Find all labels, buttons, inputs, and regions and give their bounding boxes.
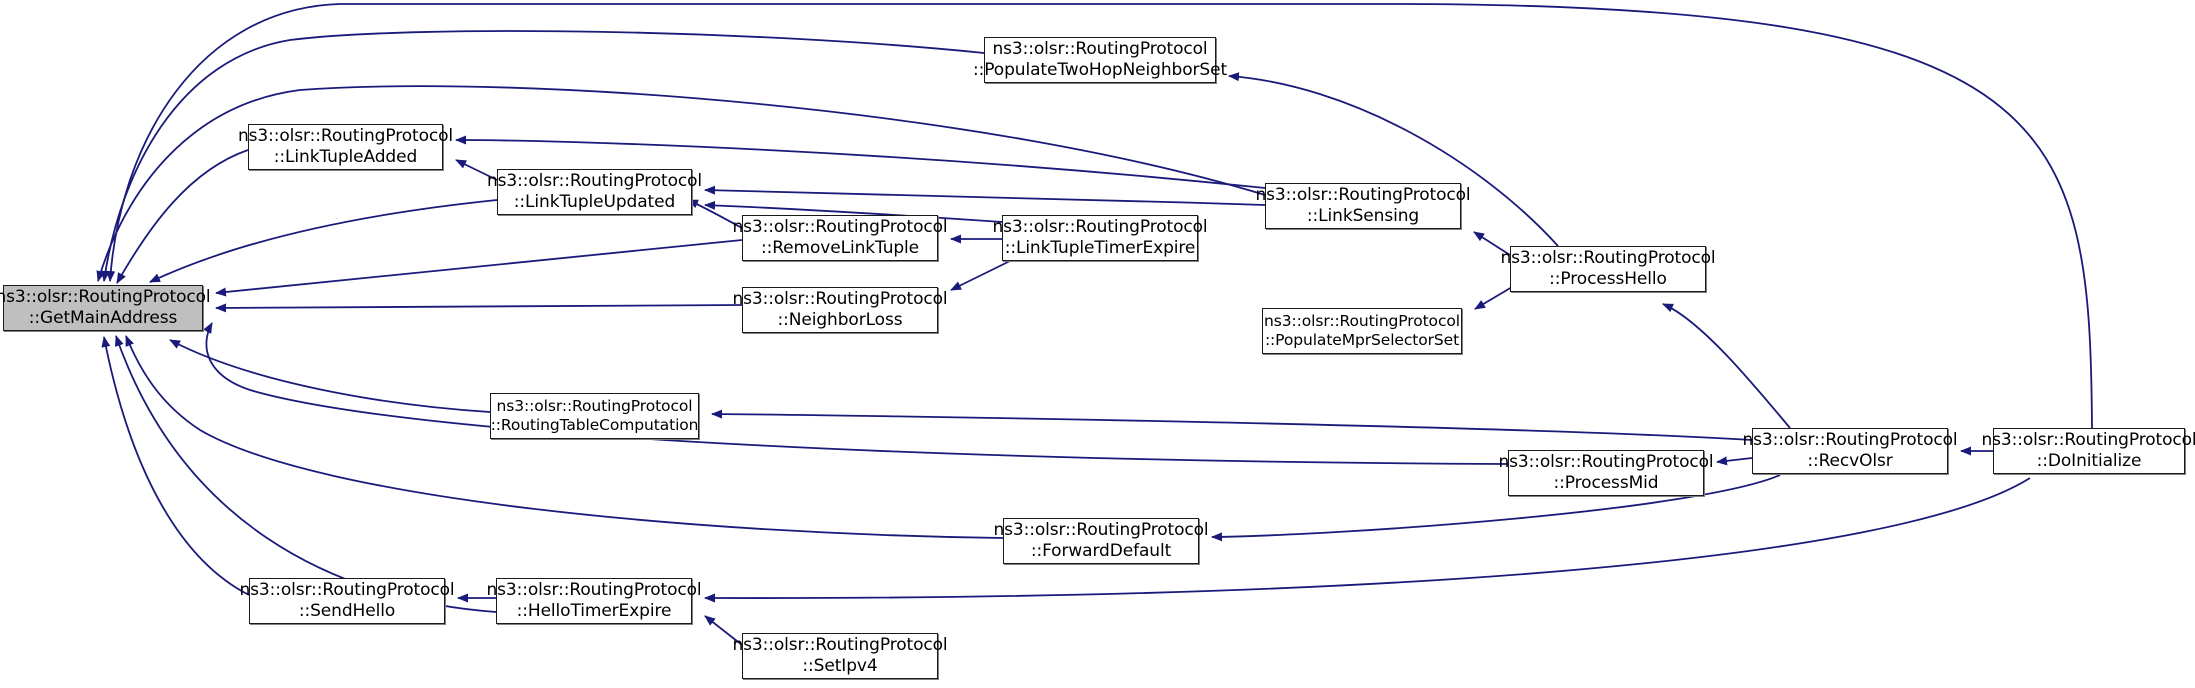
- node-populatemprselectorset[interactable]: ns3::olsr::RoutingProtocol ::PopulateMpr…: [1262, 308, 1462, 354]
- edge-sendhello-to-getmainaddress: [101, 336, 250, 596]
- node-label-line1: ns3::olsr::RoutingProtocol: [732, 217, 948, 238]
- node-label-line2: ::GetMainAddress: [28, 308, 178, 328]
- node-removelinktuple[interactable]: ns3::olsr::RoutingProtocol ::RemoveLinkT…: [732, 215, 948, 261]
- node-label-line2: ::NeighborLoss: [777, 310, 903, 330]
- edge-linktupleadded-to-getmainaddress: [116, 149, 249, 284]
- edge-linksensing-to-getmainaddress: [96, 85, 1266, 282]
- edge-doinitialize-to-getmainaddress: [106, 3, 2093, 429]
- edge-processhello-to-populatetwohopneighborset: [1228, 72, 1559, 247]
- node-label-line1: ns3::olsr::RoutingProtocol: [993, 520, 1209, 541]
- node-setipv4[interactable]: ns3::olsr::RoutingProtocol ::SetIpv4: [732, 633, 948, 679]
- node-label-line1: ns3::olsr::RoutingProtocol: [1255, 185, 1471, 206]
- edge-recvolsr-to-routingtablecomputation: [711, 409, 1753, 441]
- node-label-line1: ns3::olsr::RoutingProtocol: [486, 171, 703, 192]
- node-label-line1: ns3::olsr::RoutingProtocol: [1264, 312, 1460, 331]
- edge-doinitialize-to-hellotimerexpire: [704, 477, 2031, 603]
- node-label-line1: ns3::olsr::RoutingProtocol: [237, 126, 454, 147]
- edge-setipv4-to-hellotimerexpire: [704, 615, 743, 646]
- edge-linktupleupdated-to-getmainaddress: [149, 199, 498, 283]
- node-label-line2: ::LinkTupleAdded: [273, 147, 418, 167]
- node-label-line2: ::DoInitialize: [2036, 451, 2142, 471]
- node-forwarddefault[interactable]: ns3::olsr::RoutingProtocol ::ForwardDefa…: [993, 518, 1209, 564]
- edge-linksensing-to-linktupleadded: [455, 135, 1266, 189]
- node-label-line1: ns3::olsr::RoutingProtocol: [1981, 430, 2195, 451]
- node-linksensing[interactable]: ns3::olsr::RoutingProtocol ::LinkSensing: [1255, 183, 1471, 229]
- edge-processhello-to-linksensing: [1473, 231, 1511, 256]
- node-linktupleadded[interactable]: ns3::olsr::RoutingProtocol ::LinkTupleAd…: [238, 124, 453, 170]
- node-label-line1: ns3::olsr::RoutingProtocol: [1498, 452, 1714, 473]
- node-label-line1: ns3::olsr::RoutingProtocol: [0, 287, 211, 308]
- node-sendhello[interactable]: ns3::olsr::RoutingProtocol ::SendHello: [239, 578, 455, 624]
- node-label-line1: ns3::olsr::RoutingProtocol: [732, 289, 948, 310]
- node-label-line2: ::LinkTupleUpdated: [513, 192, 676, 212]
- edge-routingtablecomputation-to-getmainaddress: [169, 339, 491, 413]
- edge-linktupletimerexpire-to-neighborloss: [950, 260, 1011, 291]
- node-processhello[interactable]: ns3::olsr::RoutingProtocol ::ProcessHell…: [1500, 246, 1716, 292]
- edge-recvolsr-to-processmid: [1716, 456, 1753, 466]
- node-label-line2: ::RecvOlsr: [1807, 451, 1893, 471]
- edge-recvolsr-to-processhello: [1662, 303, 1791, 429]
- node-label-line1: ns3::olsr::RoutingProtocol: [992, 217, 1208, 238]
- edge-recvolsr-to-forwarddefault: [1211, 474, 1781, 542]
- edge-populatetwohopneighborset-to-getmainaddress: [100, 30, 985, 282]
- edge-linktupletimerexpire-to-linktupleupdated: [704, 200, 1003, 223]
- node-label-line1: ns3::olsr::RoutingProtocol: [732, 635, 948, 656]
- node-label-line1: ns3::olsr::RoutingProtocol: [1742, 430, 1958, 451]
- node-label-line2: ::ProcessHello: [1549, 269, 1667, 289]
- edge-linksensing-to-linktupleupdated: [704, 185, 1266, 206]
- node-neighborloss[interactable]: ns3::olsr::RoutingProtocol ::NeighborLos…: [732, 287, 948, 333]
- node-label-line2: ::PopulateMprSelectorSet: [1264, 331, 1460, 349]
- node-label-line2: ::RoutingTableComputation: [490, 416, 699, 434]
- node-hellotimerexpire[interactable]: ns3::olsr::RoutingProtocol ::HelloTimerE…: [486, 578, 702, 624]
- node-label-line2: ::SetIpv4: [802, 656, 878, 676]
- node-doinitialize[interactable]: ns3::olsr::RoutingProtocol ::DoInitializ…: [1981, 428, 2195, 474]
- node-recvolsr[interactable]: ns3::olsr::RoutingProtocol ::RecvOlsr: [1742, 428, 1958, 474]
- edge-neighborloss-to-getmainaddress: [215, 303, 743, 313]
- node-label-line1: ns3::olsr::RoutingProtocol: [496, 397, 693, 416]
- node-linktupletimerexpire[interactable]: ns3::olsr::RoutingProtocol ::LinkTupleTi…: [992, 215, 1208, 261]
- edge-linktupleupdated-to-linktupleadded: [455, 159, 498, 181]
- node-label-line1: ns3::olsr::RoutingProtocol: [486, 580, 702, 601]
- node-label-line2: ::ProcessMid: [1553, 473, 1659, 493]
- node-processmid[interactable]: ns3::olsr::RoutingProtocol ::ProcessMid: [1498, 450, 1714, 496]
- edge-hellotimerexpire-to-getmainaddress: [115, 335, 497, 613]
- node-label-line1: ns3::olsr::RoutingProtocol: [1500, 248, 1716, 269]
- node-label-line2: ::ForwardDefault: [1030, 541, 1172, 561]
- node-label-line1: ns3::olsr::RoutingProtocol: [239, 580, 455, 601]
- node-label-line2: ::LinkSensing: [1306, 206, 1420, 226]
- edge-removelinktuple-to-getmainaddress: [215, 239, 743, 297]
- edge-forwarddefault-to-getmainaddress: [125, 335, 1004, 539]
- node-routingtablecomputation[interactable]: ns3::olsr::RoutingProtocol ::RoutingTabl…: [490, 393, 699, 439]
- node-label-line2: ::HelloTimerExpire: [516, 601, 672, 621]
- node-label-line2: ::RemoveLinkTuple: [760, 238, 920, 258]
- node-label-line1: ns3::olsr::RoutingProtocol: [992, 39, 1208, 60]
- node-populatetwohopneighborset[interactable]: ns3::olsr::RoutingProtocol ::PopulateTwo…: [973, 37, 1227, 83]
- node-label-line2: ::LinkTupleTimerExpire: [1004, 238, 1196, 258]
- node-label-line2: ::PopulateTwoHopNeighborSet: [972, 60, 1228, 80]
- edge-processhello-to-populatemprselectorset: [1474, 286, 1513, 310]
- node-getmainaddress[interactable]: ns3::olsr::RoutingProtocol ::GetMainAddr…: [0, 285, 211, 331]
- node-label-line2: ::SendHello: [298, 601, 396, 621]
- node-linktupleupdated[interactable]: ns3::olsr::RoutingProtocol ::LinkTupleUp…: [487, 169, 702, 215]
